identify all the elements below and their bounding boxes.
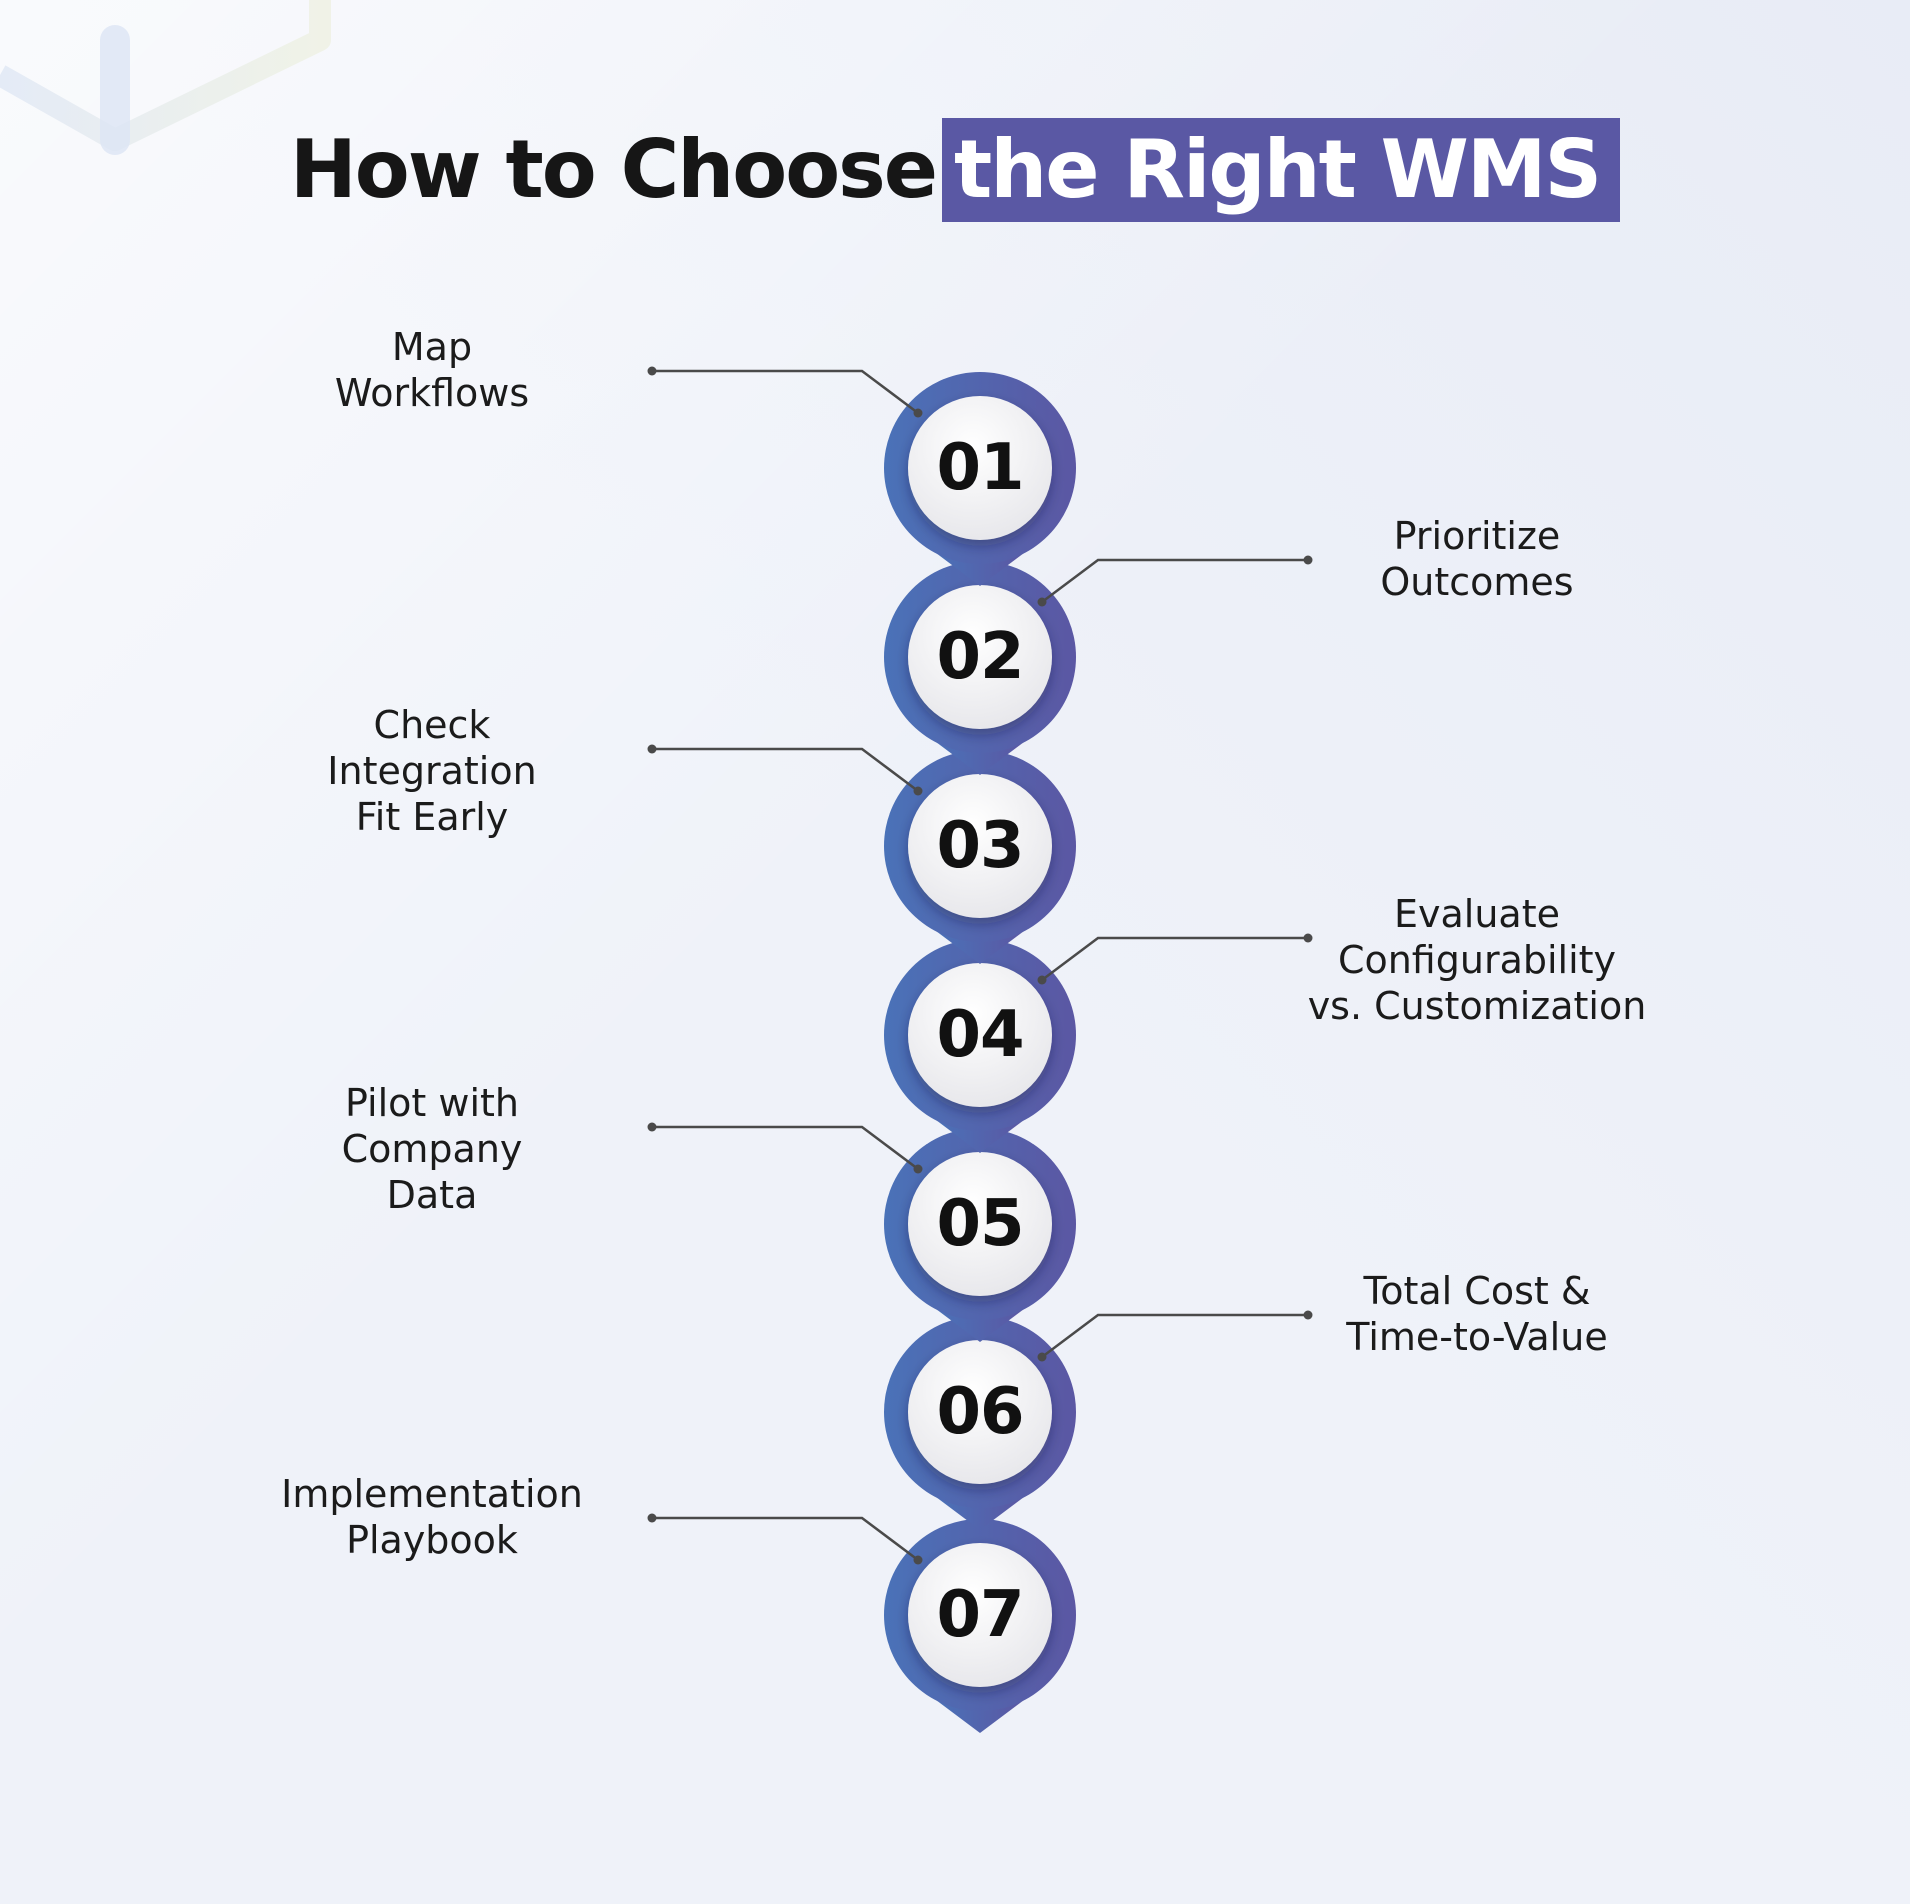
step-node-center: [908, 1152, 1052, 1296]
step-connector-dot: [1037, 597, 1047, 607]
step-connector-dot: [647, 366, 657, 376]
step-number: 04: [936, 998, 1024, 1072]
step-node-5: [884, 1128, 1076, 1342]
step-label-line: Map: [391, 325, 473, 369]
step-connector-1: [652, 369, 919, 414]
step-connector-dot: [913, 408, 923, 418]
step-connector-dot: [1303, 555, 1313, 565]
step-connector-5: [652, 1125, 919, 1170]
step-node-center: [908, 774, 1052, 918]
step-connector-dot: [1303, 1310, 1313, 1320]
step-number: 02: [936, 620, 1024, 694]
step-number: 03: [936, 809, 1024, 883]
step-connector-dot: [1037, 1352, 1047, 1362]
step-node-center: [908, 585, 1052, 729]
step-number: 07: [936, 1578, 1024, 1652]
title-prefix: How to Choose: [289, 123, 938, 216]
step-node-1: [884, 372, 1076, 586]
step-label-line: Pilot with: [344, 1081, 520, 1125]
step-label-line: Check: [373, 703, 491, 747]
step-label-line: Evaluate: [1394, 892, 1560, 936]
step-label-line: Configurability: [1337, 938, 1617, 982]
step-connector-dot: [647, 1513, 657, 1523]
step-connector-2: [1041, 558, 1308, 603]
step-node-3: [884, 750, 1076, 964]
step-node-7: [884, 1519, 1076, 1733]
step-label-line: Implementation: [281, 1472, 583, 1516]
step-label-line: Outcomes: [1380, 560, 1574, 604]
step-label-line: Prioritize: [1393, 514, 1561, 558]
step-label-6: Total Cost &Time-to-Value: [1267, 1268, 1687, 1360]
step-connector-3: [652, 747, 919, 792]
step-label-line: vs. Customization: [1307, 984, 1647, 1028]
step-label-line: Data: [386, 1173, 478, 1217]
step-label-line: Total Cost &: [1363, 1269, 1591, 1313]
step-number: 06: [936, 1375, 1024, 1449]
step-label-line: Playbook: [346, 1518, 518, 1562]
step-node-6: [884, 1316, 1076, 1530]
step-connector-7: [652, 1516, 919, 1561]
step-label-line: Fit Early: [355, 795, 509, 839]
step-node-2: [884, 561, 1076, 775]
step-number: 05: [936, 1187, 1024, 1261]
step-node-center: [908, 1340, 1052, 1484]
step-node-center: [908, 963, 1052, 1107]
step-connector-dot: [1037, 975, 1047, 985]
step-connector-4: [1041, 936, 1308, 981]
step-label-line: Workflows: [334, 371, 530, 415]
step-label-line: Company: [341, 1127, 523, 1171]
step-node-center: [908, 1543, 1052, 1687]
step-connector-6: [1041, 1313, 1308, 1358]
step-connector-dot: [1303, 933, 1313, 943]
step-label-line: Integration: [327, 749, 537, 793]
step-connector-dot: [647, 744, 657, 754]
step-connector-dot: [913, 786, 923, 796]
step-connector-dot: [913, 1555, 923, 1565]
step-number: 01: [936, 431, 1024, 505]
step-connector-dot: [913, 1164, 923, 1174]
step-label-line: Time-to-Value: [1346, 1315, 1608, 1359]
step-node-4: [884, 939, 1076, 1153]
step-connector-dot: [647, 1122, 657, 1132]
step-node-center: [908, 396, 1052, 540]
title-highlight: the Right WMS: [942, 118, 1621, 222]
